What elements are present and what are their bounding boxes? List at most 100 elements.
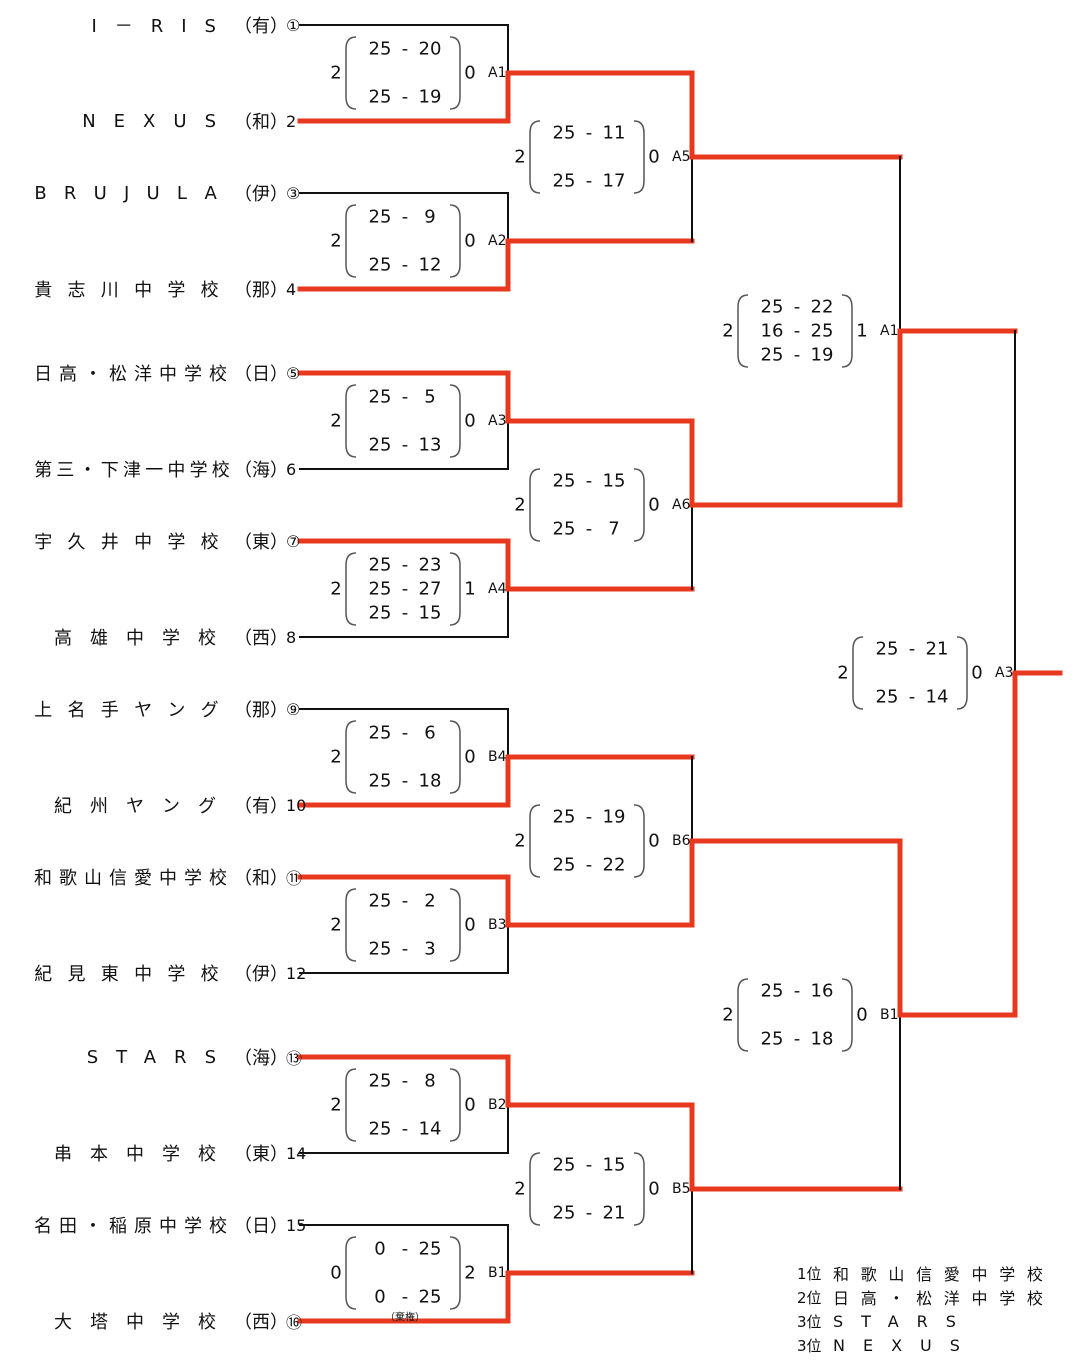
team-seed: ⑬ bbox=[286, 1049, 303, 1068]
set-score-dash: - bbox=[793, 320, 801, 342]
set-score-b: 8 bbox=[424, 1070, 436, 1092]
set-score-b: 18 bbox=[810, 1028, 834, 1050]
team-seed: ⑦ bbox=[286, 531, 301, 551]
sets-won-top: 2 bbox=[330, 410, 342, 432]
sets-won-bottom: 0 bbox=[464, 746, 476, 768]
set-score-b: 13 bbox=[418, 434, 442, 456]
set-score-b: 21 bbox=[602, 1202, 626, 1224]
match-code: A4 bbox=[488, 581, 507, 597]
team-seed: ③ bbox=[286, 183, 301, 203]
set-score-a: 25 bbox=[368, 1118, 392, 1140]
team-name: 高雄中学校 bbox=[54, 628, 234, 649]
set-score-a: 25 bbox=[368, 254, 392, 276]
team-name: 貴志川中学校 bbox=[34, 280, 234, 301]
set-score-b: 25 bbox=[418, 1286, 442, 1308]
team-prefecture: （西） bbox=[234, 1312, 288, 1333]
sets-won-top: 0 bbox=[330, 1262, 342, 1284]
team-entry: 大塔中学校（西）⑯ bbox=[34, 1309, 308, 1333]
set-score-dash: - bbox=[585, 854, 593, 876]
match-code: B6 bbox=[672, 833, 691, 849]
sets-won-bottom: 1 bbox=[856, 320, 868, 342]
paren-right bbox=[633, 468, 645, 542]
match-note: （棄権） bbox=[385, 1312, 425, 1324]
set-score-b: 22 bbox=[810, 296, 834, 318]
set-score-b: 2 bbox=[424, 890, 436, 912]
set-score-dash: - bbox=[401, 1238, 409, 1260]
team-prefecture: （伊） bbox=[234, 184, 288, 205]
set-score-dash: - bbox=[401, 1286, 409, 1308]
paren-left bbox=[737, 978, 749, 1052]
sets-won-top: 2 bbox=[330, 230, 342, 252]
sets-won-bottom: 0 bbox=[648, 830, 660, 852]
match-code: A2 bbox=[488, 233, 507, 249]
set-score-a: 0 bbox=[374, 1238, 386, 1260]
set-score-a: 25 bbox=[552, 518, 576, 540]
set-score-dash: - bbox=[401, 38, 409, 60]
sets-won-top: 2 bbox=[514, 830, 526, 852]
set-score-dash: - bbox=[793, 1028, 801, 1050]
team-entry: 高雄中学校（西）8 bbox=[34, 625, 308, 650]
team-seed: ⑨ bbox=[286, 699, 301, 719]
set-score-a: 25 bbox=[760, 1028, 784, 1050]
set-score-dash: - bbox=[585, 170, 593, 192]
team-prefecture: （有） bbox=[234, 16, 288, 37]
team-prefecture: （那） bbox=[234, 700, 288, 721]
match-code: A3 bbox=[995, 665, 1014, 681]
paren-right bbox=[449, 36, 461, 110]
team-seed: 6 bbox=[286, 459, 297, 479]
sets-won-top: 2 bbox=[330, 1094, 342, 1116]
set-score-b: 25 bbox=[810, 320, 834, 342]
team-name: NEXUS bbox=[82, 110, 234, 132]
set-score-dash: - bbox=[401, 1070, 409, 1092]
set-score-dash: - bbox=[401, 938, 409, 960]
team-seed: ⑪ bbox=[286, 869, 303, 888]
set-score-dash: - bbox=[401, 602, 409, 624]
set-score-a: 25 bbox=[368, 602, 392, 624]
set-score-b: 15 bbox=[418, 602, 442, 624]
team-prefecture: （日） bbox=[234, 364, 288, 385]
team-entry: 串本中学校（東）14 bbox=[34, 1141, 308, 1166]
team-name: 上名手ヤング bbox=[34, 700, 234, 721]
team-name: 名田・稲原中学校 bbox=[34, 1216, 234, 1237]
set-score-dash: - bbox=[401, 206, 409, 228]
set-score-b: 9 bbox=[424, 206, 436, 228]
set-score-a: 25 bbox=[368, 770, 392, 792]
team-entry: I－RIS（有）① bbox=[34, 13, 308, 38]
set-score-a: 25 bbox=[875, 638, 899, 660]
set-score-b: 14 bbox=[418, 1118, 442, 1140]
paren-left bbox=[529, 1152, 541, 1226]
set-score-dash: - bbox=[401, 254, 409, 276]
set-score-a: 25 bbox=[368, 386, 392, 408]
team-prefecture: （有） bbox=[234, 796, 288, 817]
sets-won-top: 2 bbox=[514, 1178, 526, 1200]
team-entry: 名田・稲原中学校（日）15 bbox=[34, 1213, 308, 1238]
set-score-a: 25 bbox=[760, 296, 784, 318]
team-seed: 14 bbox=[286, 1143, 307, 1163]
set-score-dash: - bbox=[401, 86, 409, 108]
match-code: A1 bbox=[488, 65, 507, 81]
standing-row: 1位和歌山信愛中学校 bbox=[797, 1262, 1055, 1285]
sets-won-bottom: 0 bbox=[464, 62, 476, 84]
team-entry: NEXUS（和）2 bbox=[34, 109, 308, 134]
team-name: I－RIS bbox=[91, 16, 234, 37]
set-score-dash: - bbox=[401, 890, 409, 912]
sets-won-top: 2 bbox=[514, 146, 526, 168]
team-entry: 貴志川中学校（那）4 bbox=[34, 277, 308, 302]
match-code: A5 bbox=[672, 149, 691, 165]
set-score-a: 16 bbox=[760, 320, 784, 342]
sets-won-bottom: 0 bbox=[464, 410, 476, 432]
paren-left bbox=[345, 1068, 357, 1142]
paren-right bbox=[449, 720, 461, 794]
team-entry: 上名手ヤング（那）⑨ bbox=[34, 697, 308, 722]
team-seed: 4 bbox=[286, 279, 297, 299]
set-score-dash: - bbox=[585, 470, 593, 492]
sets-won-top: 2 bbox=[330, 578, 342, 600]
set-score-b: 19 bbox=[418, 86, 442, 108]
team-seed: ⑯ bbox=[286, 1313, 303, 1332]
team-name: 第三・下津一中学校 bbox=[34, 460, 234, 481]
paren-left bbox=[852, 636, 864, 710]
sets-won-bottom: 0 bbox=[971, 662, 983, 684]
standing-rank: 2位 bbox=[797, 1288, 822, 1307]
set-score-a: 25 bbox=[875, 686, 899, 708]
